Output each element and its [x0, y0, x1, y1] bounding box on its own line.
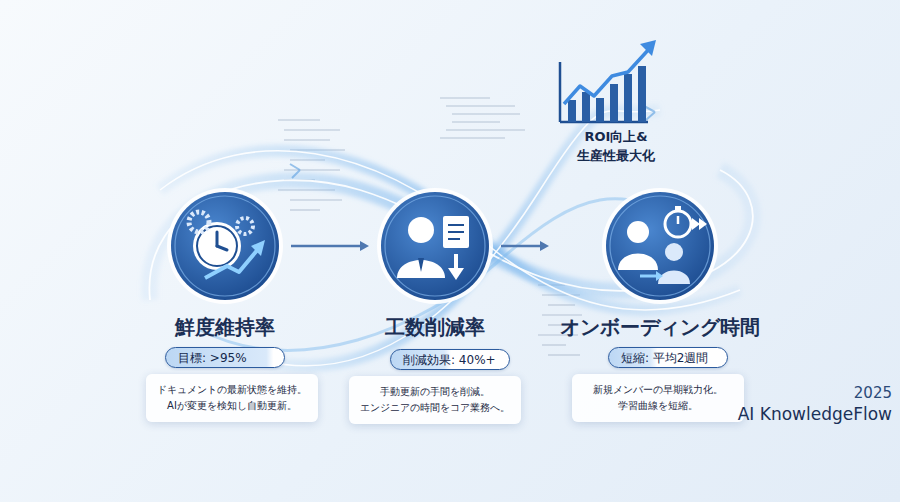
metric-circle: 工数削減率: [375, 186, 495, 346]
circle-icon: [375, 186, 495, 306]
description-box: 手動更新の手間を削減。 エンジニアの時間をコア業務へ。: [349, 376, 521, 424]
flow-arrow: [501, 241, 549, 251]
metric-badge: 削減効果: 40%+: [390, 349, 510, 370]
metric-circle: 鮮度維持率: [165, 186, 285, 346]
flow-arrow: [291, 241, 369, 251]
metric-badge: 短縮: 平均2週間: [608, 347, 728, 368]
roi-chart-icon: [560, 40, 656, 122]
roi-label: ROI向上& 生産性最大化: [556, 128, 676, 166]
badge-text: 短縮: 平均2週間: [621, 351, 709, 365]
badge-text: 目標: >95%: [178, 351, 247, 365]
badge-text: 削減効果: 40%+: [403, 353, 496, 367]
description-text: ドキュメントの最新状態を維持。 AIが変更を検知し自動更新。: [154, 382, 310, 414]
description-text: 新規メンバーの早期戦力化。 学習曲線を短縮。: [580, 382, 736, 414]
code-snippet: [278, 98, 582, 355]
metric-badge: 目標: >95%: [165, 347, 285, 368]
brand-label: AI KnowledgeFlow: [738, 404, 892, 424]
description-box: 新規メンバーの早期戦力化。 学習曲線を短縮。: [572, 374, 744, 422]
metric-heading: 鮮度維持率: [165, 314, 285, 341]
year-label: 2025: [854, 384, 892, 402]
circle-icon: [600, 186, 720, 306]
description-text: 手動更新の手間を削減。 エンジニアの時間をコア業務へ。: [357, 384, 513, 416]
description-box: ドキュメントの最新状態を維持。 AIが変更を検知し自動更新。: [146, 374, 318, 422]
metric-circle: オンボーディング時間: [555, 186, 765, 346]
metric-heading: オンボーディング時間: [555, 314, 765, 341]
circle-icon: [165, 186, 285, 306]
metric-heading: 工数削減率: [375, 314, 495, 341]
